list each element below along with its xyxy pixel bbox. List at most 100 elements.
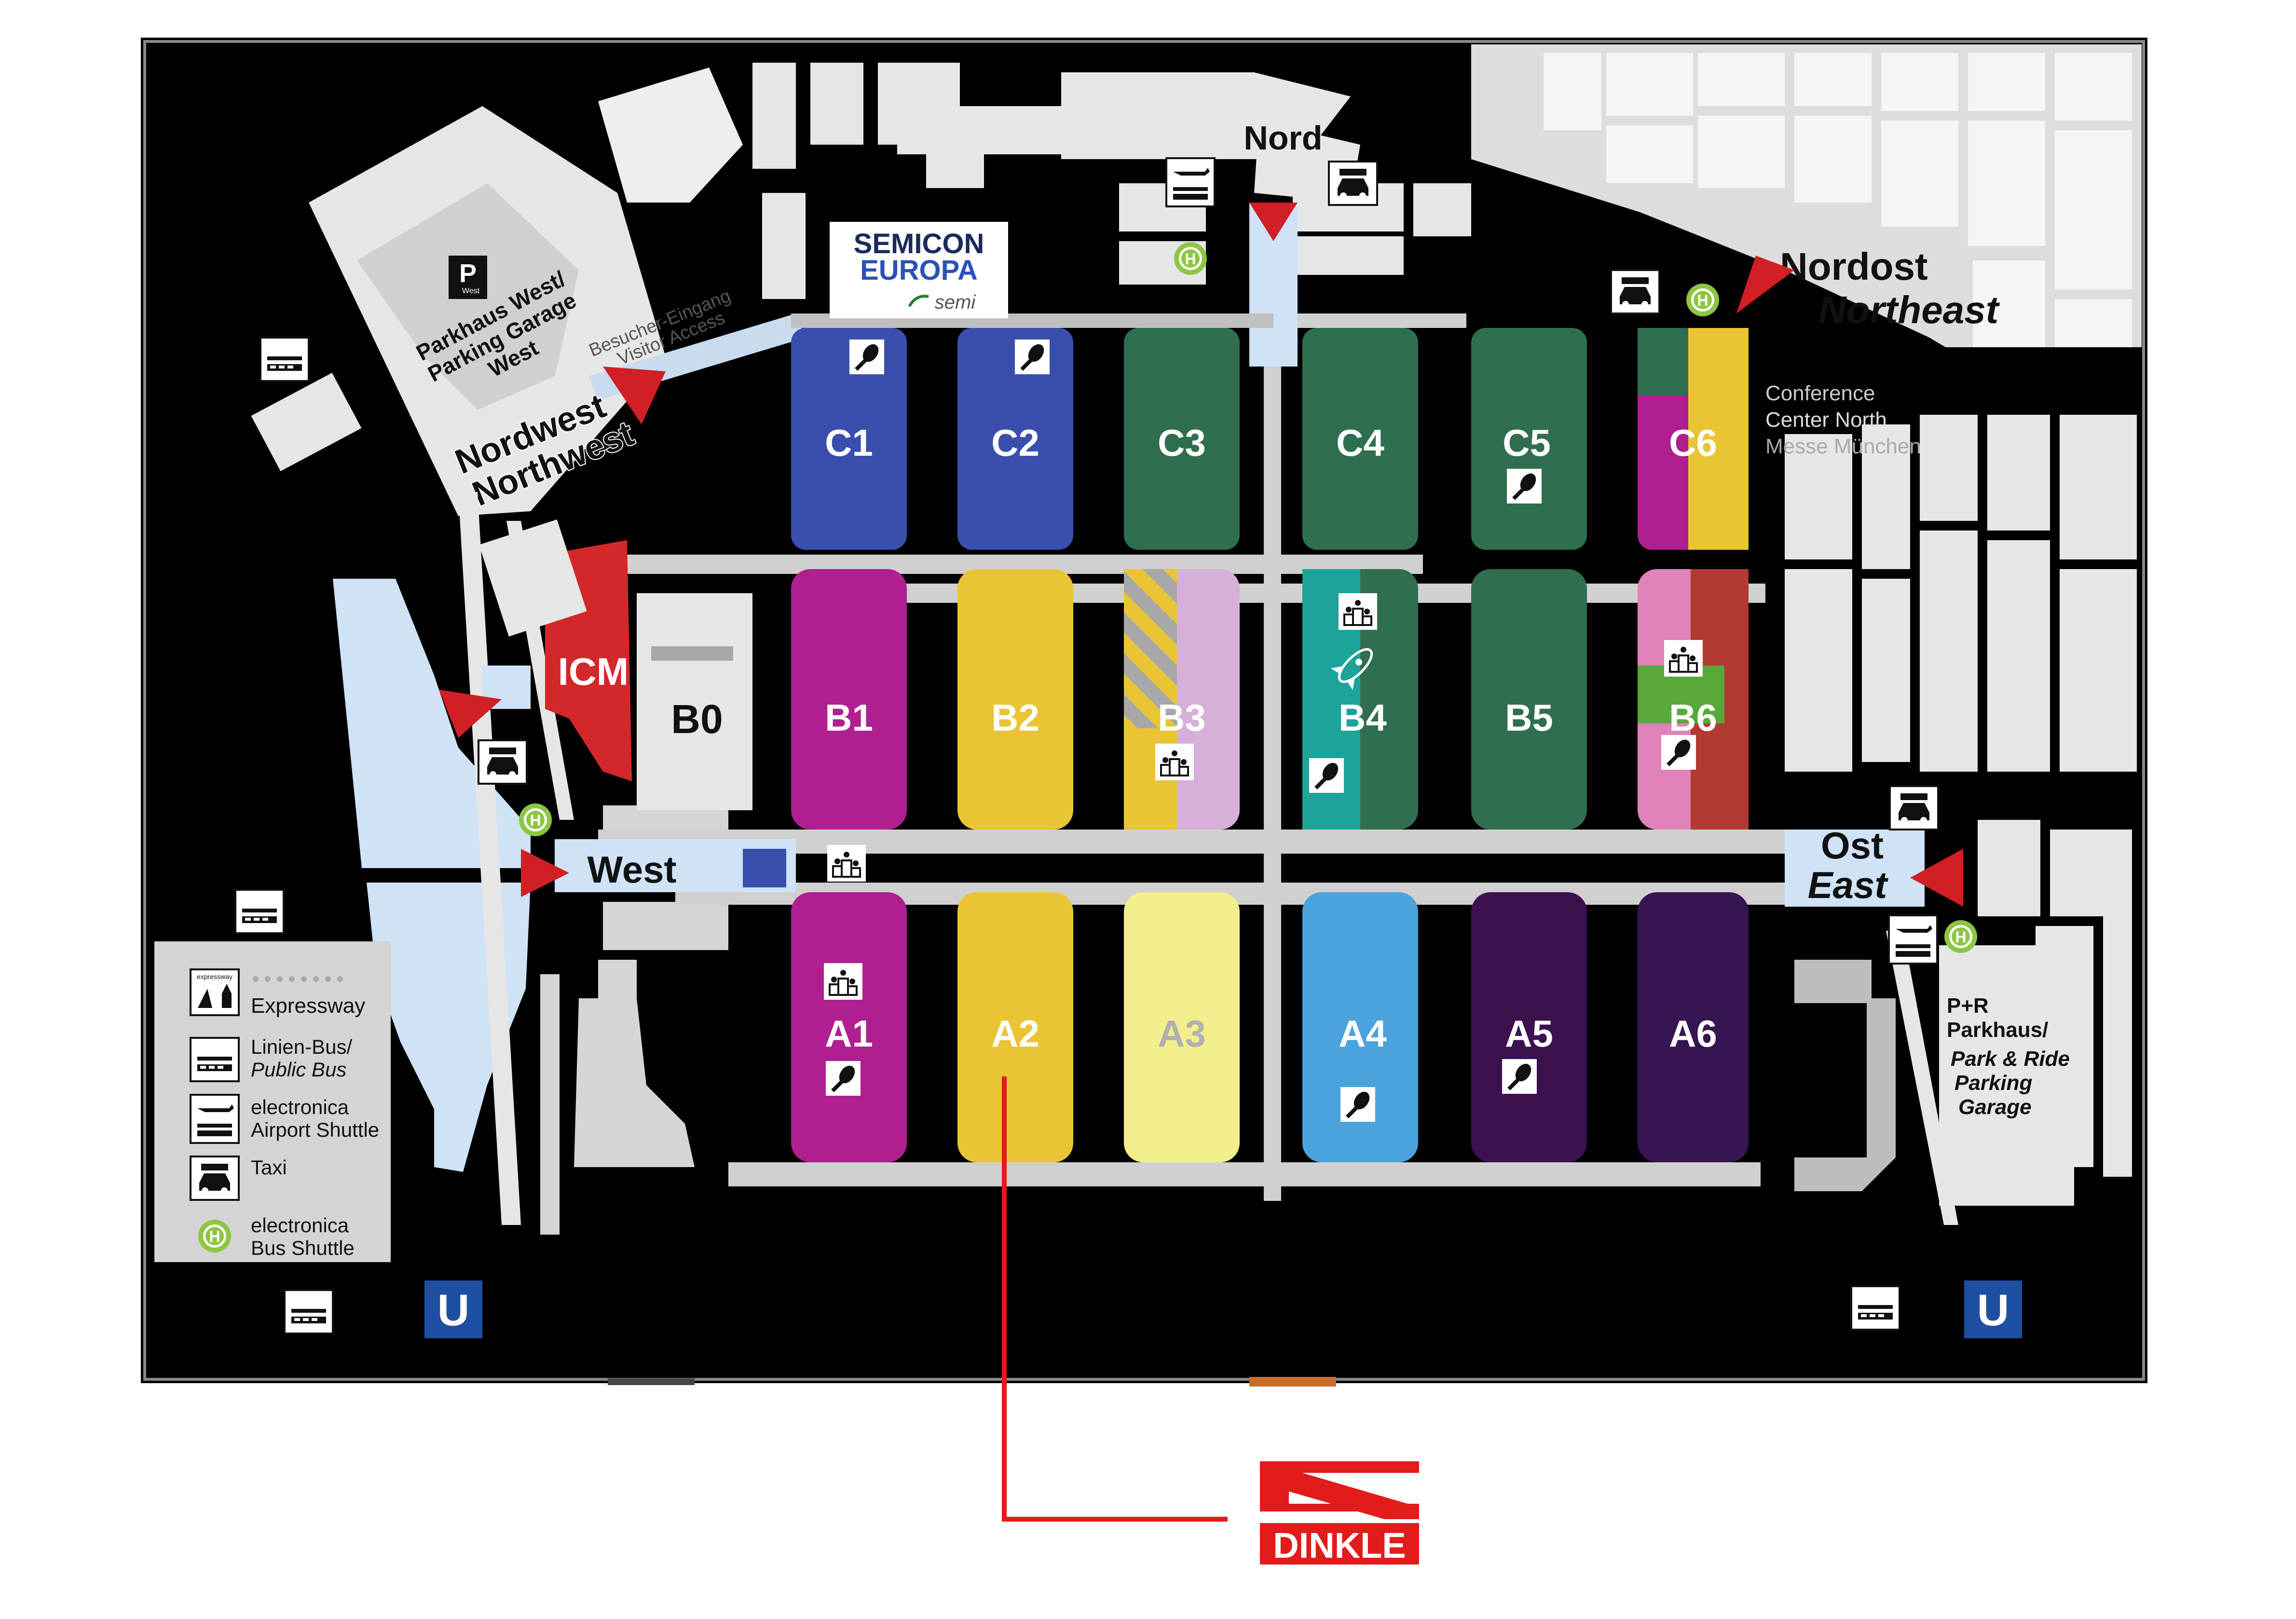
podium-icon xyxy=(1154,743,1195,781)
east-blocks xyxy=(1785,415,2137,1177)
mic-icon xyxy=(1507,469,1542,503)
hall-c6-label: C6 xyxy=(1669,422,1717,464)
u-bahn-west-label: U xyxy=(437,1286,469,1335)
legend-shuttle-2: Airport Shuttle xyxy=(251,1118,379,1141)
hall-b5[interactable] xyxy=(1471,569,1587,830)
public-bus-icon xyxy=(284,1289,334,1334)
bus-shuttle-stop-icon xyxy=(1944,920,1977,953)
north-blocks xyxy=(598,63,1471,299)
hall-c1-label: C1 xyxy=(825,422,873,464)
u-bahn-east-label: U xyxy=(1977,1286,2009,1335)
hall-b0 xyxy=(637,593,752,810)
hall-c4[interactable] xyxy=(1302,328,1418,550)
legend-expressway-small: expressway xyxy=(197,973,232,980)
hall-c4-label: C4 xyxy=(1336,422,1384,464)
hall-a1-label: A1 xyxy=(825,1012,873,1055)
hall-a4-label: A4 xyxy=(1339,1012,1387,1055)
conference-label-3: Messe München xyxy=(1765,435,1921,458)
mic-icon xyxy=(849,340,884,374)
rocket-icon xyxy=(1331,648,1373,690)
hall-c5[interactable] xyxy=(1471,328,1587,550)
hall-a4[interactable] xyxy=(1302,892,1418,1162)
mic-icon xyxy=(1015,340,1050,374)
hall-b1[interactable] xyxy=(791,569,907,830)
legend-expressway: Expressway xyxy=(251,994,365,1018)
hall-a6-label: A6 xyxy=(1669,1012,1717,1055)
east-entrance-bar xyxy=(1785,830,1925,907)
public-bus-icon xyxy=(260,337,310,382)
podium-icon xyxy=(823,962,863,1001)
semicon-line1: SEMICON xyxy=(854,228,984,259)
hall-c1[interactable] xyxy=(791,328,907,550)
expressway-icon xyxy=(198,984,232,1008)
park-and-ride-garage xyxy=(1939,945,2074,1206)
northeast-label: Northeast xyxy=(1818,288,2000,331)
hall-b1-label: B1 xyxy=(825,696,873,739)
taxi-icon xyxy=(1610,269,1660,314)
legend-busshuttle-icon xyxy=(198,1220,231,1252)
legend-shuttle-1: electronica xyxy=(251,1096,349,1118)
semicon-europa-sign xyxy=(830,222,1008,318)
airport-shuttle-icon xyxy=(1165,157,1216,207)
hall-c2-label: C2 xyxy=(991,422,1039,464)
hall-a6[interactable] xyxy=(1638,892,1749,1162)
bus-shuttle-stop-icon xyxy=(519,803,552,836)
hall-b0-label: B0 xyxy=(671,696,723,742)
public-bus-icon xyxy=(1850,1285,1900,1331)
hall-row-c xyxy=(791,328,1749,550)
hall-c3[interactable] xyxy=(1124,328,1240,550)
legend-shuttle-icon xyxy=(190,1094,240,1144)
semicon-line2: EUROPA xyxy=(860,255,978,286)
nordost-label: Nordost xyxy=(1780,245,1928,288)
hall-a2[interactable] xyxy=(957,892,1073,1162)
hall-a3[interactable] xyxy=(1124,892,1240,1162)
hall-b3-label: B3 xyxy=(1158,696,1206,739)
u-bahn-east-icon xyxy=(1964,1280,2022,1338)
legend: expressway Expressway Linien-Bus/ Public… xyxy=(154,941,391,1262)
legend-bus-2: Public Bus xyxy=(251,1058,346,1081)
dinkle-logo: DINKLE xyxy=(1260,1461,1419,1565)
hall-a5[interactable] xyxy=(1471,892,1587,1162)
pr-label-4: Parking xyxy=(1954,1071,2033,1095)
mic-icon xyxy=(1661,735,1696,770)
legend-busshuttle-1: electronica xyxy=(251,1214,349,1237)
airport-shuttle-icon xyxy=(1888,914,1938,965)
mic-icon xyxy=(1502,1059,1537,1094)
podium-icon xyxy=(826,844,867,883)
hall-a1[interactable] xyxy=(791,892,907,1162)
legend-taxi-icon xyxy=(190,1156,240,1201)
legend-bus-icon xyxy=(190,1037,240,1082)
hall-c5-label: C5 xyxy=(1503,422,1551,464)
hall-c2[interactable] xyxy=(957,328,1073,550)
u-bahn-west-icon xyxy=(424,1280,482,1338)
semi-logo-text: semi xyxy=(935,292,976,313)
taxi-icon xyxy=(1889,785,1939,830)
pr-label-2: Parkhaus/ xyxy=(1947,1018,2048,1042)
hall-b3[interactable] xyxy=(1124,569,1240,830)
bus-shuttle-stop-icon xyxy=(1174,242,1207,275)
mic-icon xyxy=(1340,1087,1375,1122)
legend-taxi: Taxi xyxy=(251,1156,287,1179)
taxi-icon xyxy=(478,739,528,785)
east-label: East xyxy=(1808,864,1889,906)
hall-a5-label: A5 xyxy=(1505,1012,1553,1055)
hall-a2-label: A2 xyxy=(991,1012,1039,1055)
dinkle-logo-text: DINKLE xyxy=(1273,1525,1406,1565)
hall-icm-label: ICM xyxy=(558,650,629,693)
west-entrance-label: West xyxy=(588,848,677,891)
conference-label-2: Center North xyxy=(1765,408,1887,432)
hall-c6[interactable] xyxy=(1638,328,1749,550)
southeast-buildings xyxy=(1794,960,1896,1191)
podium-icon xyxy=(1338,592,1378,631)
ost-label: Ost xyxy=(1821,824,1884,867)
leader-line xyxy=(1002,1076,1228,1522)
parking-p-icon: P xyxy=(459,259,477,288)
hall-row-b xyxy=(791,569,1749,830)
west-lower-buildings xyxy=(540,805,728,1235)
hall-b2[interactable] xyxy=(957,569,1073,830)
hall-row-a xyxy=(791,892,1749,1162)
podium-icon xyxy=(1663,639,1704,678)
pr-label-1: P+R xyxy=(1947,994,1989,1018)
hall-b6-label: B6 xyxy=(1669,696,1717,739)
